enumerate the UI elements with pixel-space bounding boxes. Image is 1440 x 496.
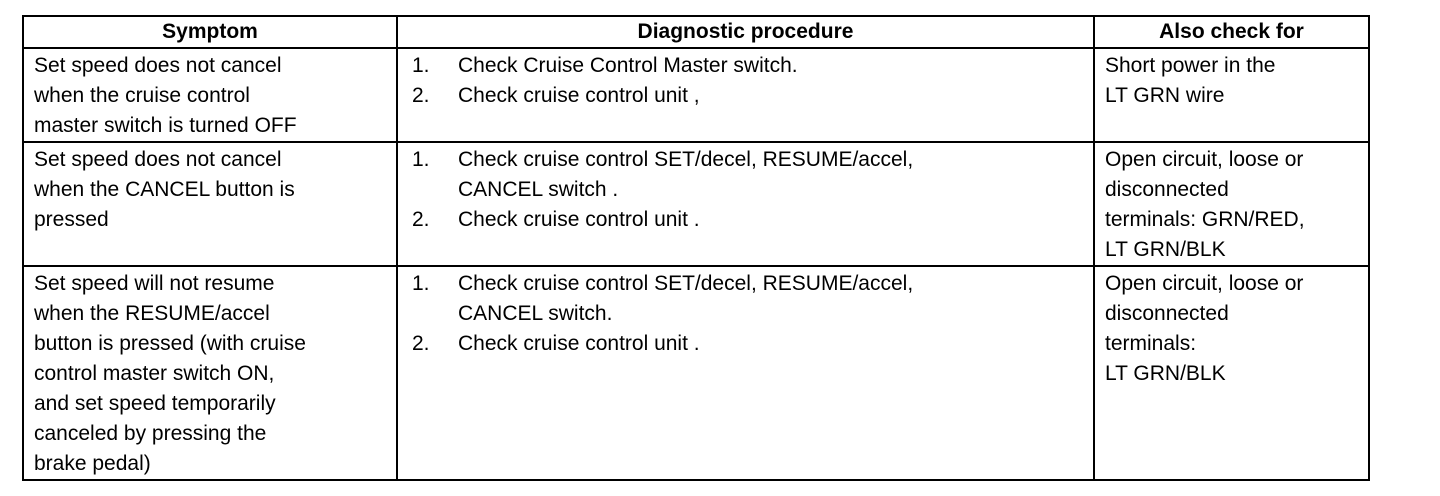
symptom-cell: Set speed does not cancel when the cruis… [22,47,398,143]
diagnostic-table: Symptom Diagnostic procedure Also check … [22,15,1370,481]
check-line: LT GRN/BLK [1105,238,1226,261]
step-number: 2. [412,332,430,355]
check-line: disconnected [1105,302,1229,325]
table-row: Set speed will not resume when the RESUM… [22,265,1370,481]
symptom-line: when the RESUME/accel [34,302,270,325]
symptom-line: Set speed will not resume [34,272,275,295]
symptom-line: when the CANCEL button is [34,178,295,201]
step-text: CANCEL switch. [458,302,613,325]
symptom-line: when the cruise control [34,84,250,107]
step-number: 2. [412,208,430,231]
procedure-cell: 1. Check cruise control SET/decel, RESUM… [396,141,1095,267]
procedure-step: 2. Check cruise control unit . [412,329,1085,359]
also-check-cell: Open circuit, loose or disconnected term… [1093,265,1370,481]
procedure-step: 1. Check cruise control SET/decel, RESUM… [412,145,1085,205]
header-symptom: Symptom [22,15,398,49]
table-row: Set speed does not cancel when the cruis… [22,47,1370,143]
check-line: Open circuit, loose or [1105,272,1304,295]
header-also-check-for: Also check for [1093,15,1370,49]
symptom-line: button is pressed (with cruise [34,332,306,355]
step-text: Check cruise control unit . [458,332,700,355]
procedure-step: 1. Check Cruise Control Master switch. [412,51,1085,81]
check-line: LT GRN wire [1105,84,1225,107]
step-number: 1. [412,272,430,295]
symptom-line: master switch is turned OFF [34,114,297,137]
step-text: Check cruise control SET/decel, RESUME/a… [458,148,914,171]
symptom-line: Set speed does not cancel [34,54,282,77]
symptom-line: brake pedal) [34,452,151,475]
procedure-cell: 1. Check Cruise Control Master switch. 2… [396,47,1095,143]
procedure-step: 1. Check cruise control SET/decel, RESUM… [412,269,1085,329]
step-number: 1. [412,148,430,171]
check-line: terminals: [1105,332,1197,355]
check-line: Short power in the [1105,54,1276,77]
also-check-cell: Short power in the LT GRN wire [1093,47,1370,143]
step-number: 1. [412,54,430,77]
symptom-line: Set speed does not cancel [34,148,282,171]
procedure-step: 2. Check cruise control unit , [412,81,1085,111]
check-line: disconnected [1105,178,1229,201]
step-text: CANCEL switch . [458,178,619,201]
symptom-line: pressed [34,208,109,231]
step-text: Check cruise control SET/decel, RESUME/a… [458,272,914,295]
step-text: Check cruise control unit . [458,208,700,231]
procedure-step: 2. Check cruise control unit . [412,205,1085,235]
procedure-cell: 1. Check cruise control SET/decel, RESUM… [396,265,1095,481]
also-check-cell: Open circuit, loose or disconnected term… [1093,141,1370,267]
table-row: Set speed does not cancel when the CANCE… [22,141,1370,267]
symptom-cell: Set speed does not cancel when the CANCE… [22,141,398,267]
symptom-line: canceled by pressing the [34,422,267,445]
step-text: Check Cruise Control Master switch. [458,54,798,77]
check-line: terminals: GRN/RED, [1105,208,1305,231]
header-row: Symptom Diagnostic procedure Also check … [22,15,1370,49]
symptom-line: control master switch ON, [34,362,275,385]
symptom-cell: Set speed will not resume when the RESUM… [22,265,398,481]
step-number: 2. [412,84,430,107]
check-line: Open circuit, loose or [1105,148,1304,171]
check-line: LT GRN/BLK [1105,362,1226,385]
header-diagnostic-procedure: Diagnostic procedure [396,15,1095,49]
step-text: Check cruise control unit , [458,84,700,107]
symptom-line: and set speed temporarily [34,392,276,415]
